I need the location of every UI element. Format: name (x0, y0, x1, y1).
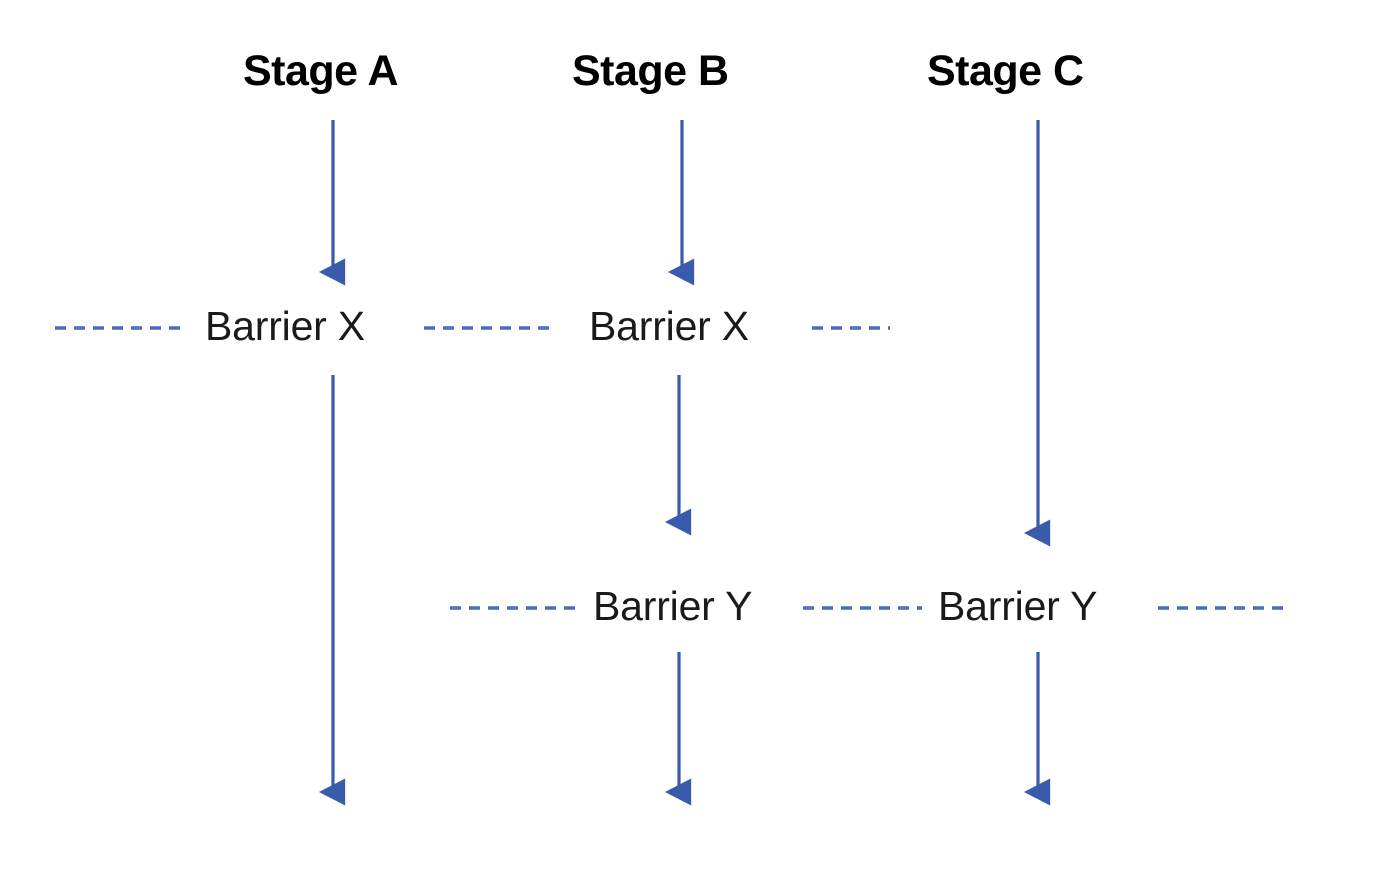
stage-header-b: Stage B (572, 47, 729, 95)
barrier-node-x-stage-b: Barrier X (589, 303, 749, 349)
barrier-node-x-stage-a: Barrier X (205, 303, 365, 349)
stage-header-c: Stage C (927, 47, 1084, 95)
barrier-node-y-stage-c: Barrier Y (938, 583, 1098, 629)
barrier-node-y-stage-b: Barrier Y (593, 583, 753, 629)
stage-header-a: Stage A (243, 47, 399, 95)
